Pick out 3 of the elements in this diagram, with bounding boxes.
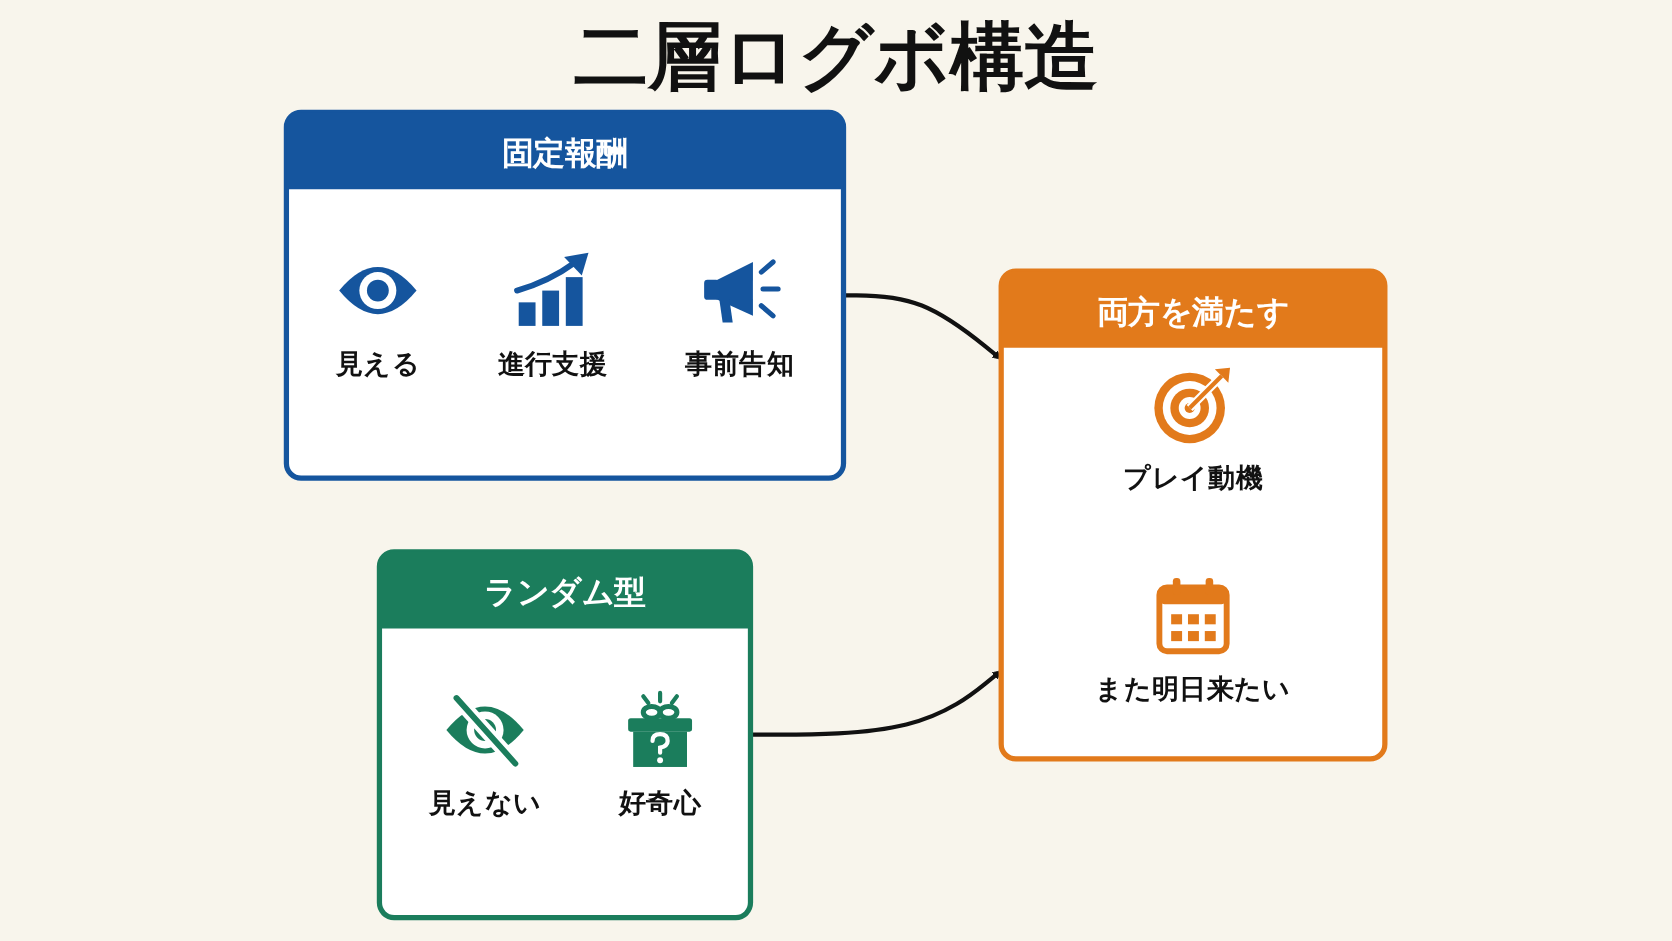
title: 二層ログボ構造 bbox=[574, 14, 1098, 100]
arrow bbox=[843, 293, 1002, 360]
arrow bbox=[750, 670, 1002, 737]
